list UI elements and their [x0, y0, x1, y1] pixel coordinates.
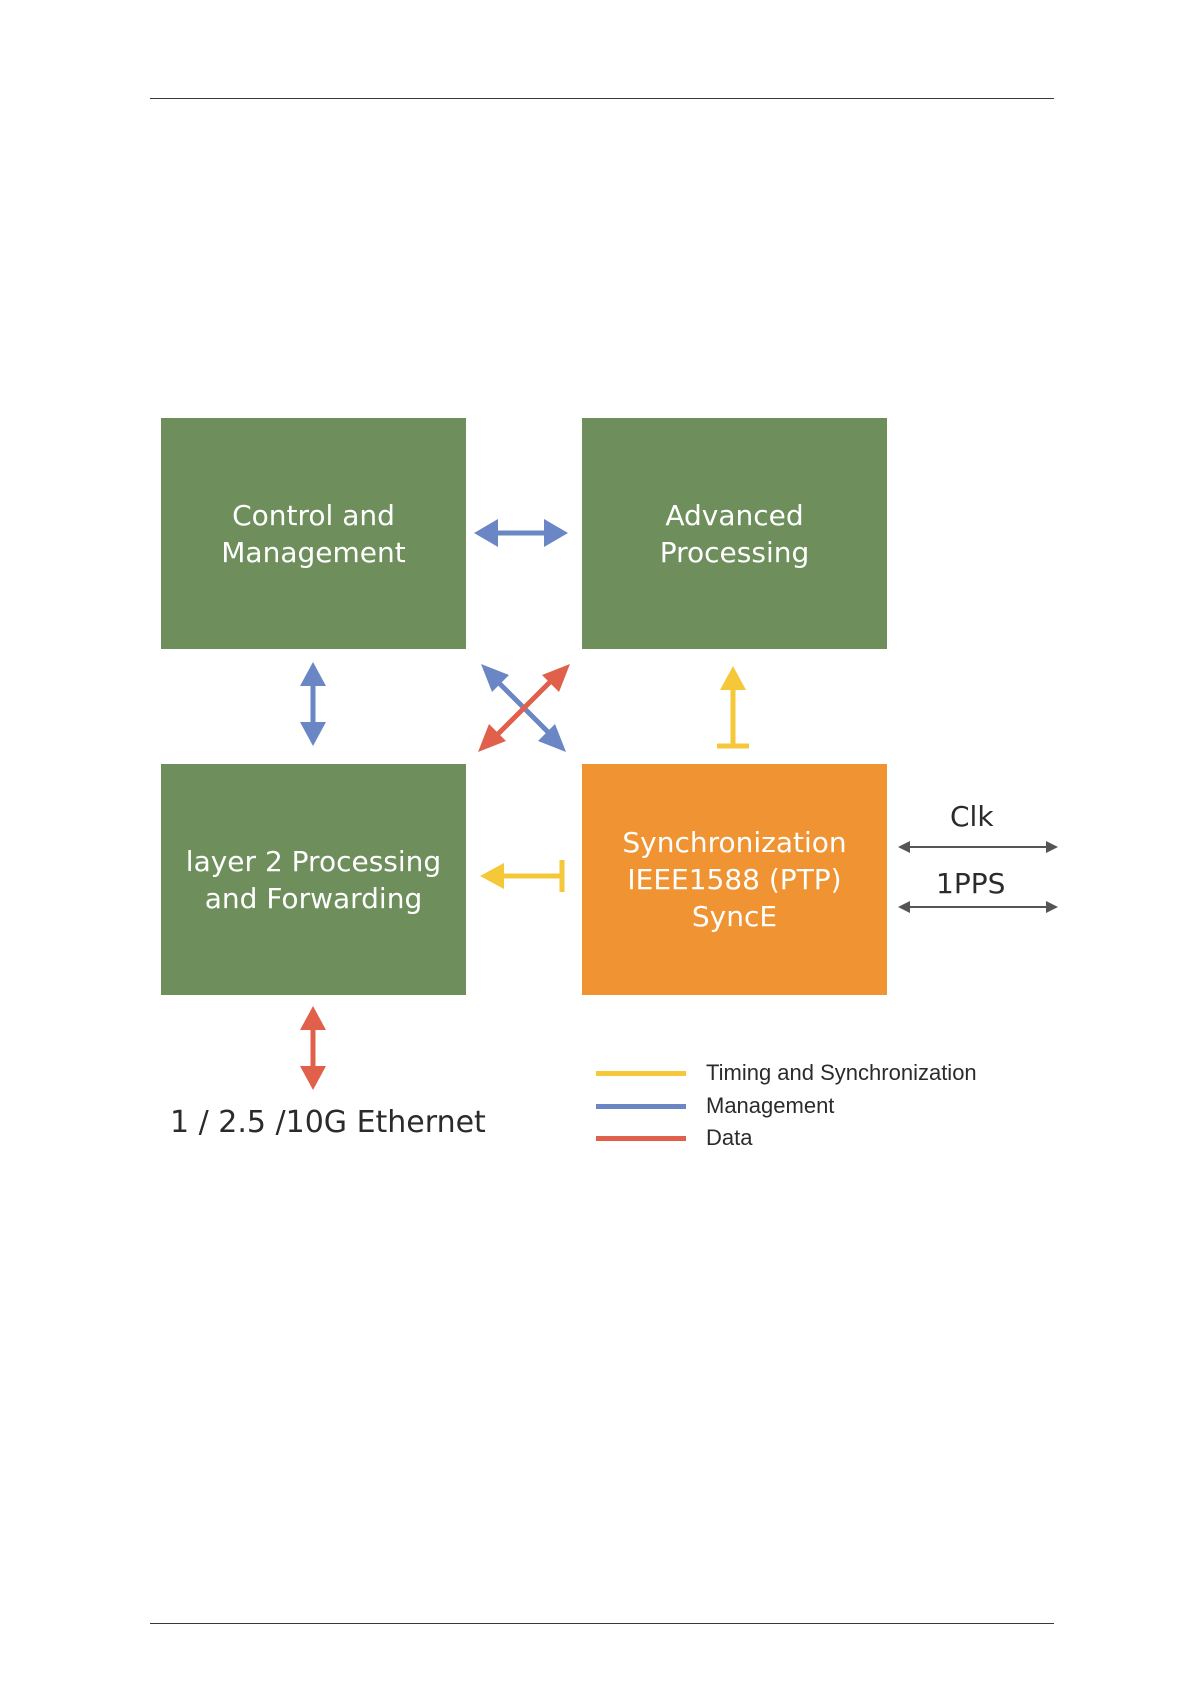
legend-swatch-management: [596, 1104, 686, 1109]
data-arrow-ethernet: [300, 1006, 326, 1090]
clk-label: Clk: [950, 800, 994, 833]
synchronization-block: Synchronization IEEE1588 (PTP) SyncE: [582, 764, 887, 995]
pps-label: 1PPS: [936, 867, 1005, 900]
legend-label-management: Management: [706, 1093, 834, 1119]
sync-block-line-3: SyncE: [692, 898, 777, 935]
management-arrow-control-advanced: [474, 519, 568, 547]
pps-arrow: [898, 901, 1058, 913]
legend-label-timing: Timing and Synchronization: [706, 1060, 977, 1086]
timing-arrow-sync-layer2: [480, 860, 562, 892]
legend-label-data: Data: [706, 1125, 752, 1151]
management-arrow-control-layer2: [300, 662, 326, 746]
timing-arrow-sync-advanced: [717, 666, 749, 746]
layer2-block-line-2: and Forwarding: [205, 880, 422, 917]
header-rule: [150, 98, 1054, 99]
management-arrow-diagonal: [481, 664, 566, 752]
footer-rule: [150, 1623, 1054, 1624]
legend-swatch-data: [596, 1136, 686, 1141]
data-arrow-diagonal: [478, 664, 570, 752]
sync-block-line-2: IEEE1588 (PTP): [627, 861, 841, 898]
advanced-block-line-2: Processing: [660, 534, 810, 571]
sync-block-line-1: Synchronization: [622, 824, 846, 861]
layer2-block-line-1: layer 2 Processing: [186, 843, 441, 880]
advanced-block-line-1: Advanced: [665, 497, 803, 534]
control-block-line-1: Control and: [232, 497, 395, 534]
control-block-line-2: Management: [221, 534, 405, 571]
advanced-processing-block: Advanced Processing: [582, 418, 887, 649]
legend-swatch-timing: [596, 1071, 686, 1076]
control-management-block: Control and Management: [161, 418, 466, 649]
layer2-processing-block: layer 2 Processing and Forwarding: [161, 764, 466, 995]
ethernet-label: 1 / 2.5 /10G Ethernet: [170, 1105, 486, 1140]
clk-arrow: [898, 841, 1058, 853]
